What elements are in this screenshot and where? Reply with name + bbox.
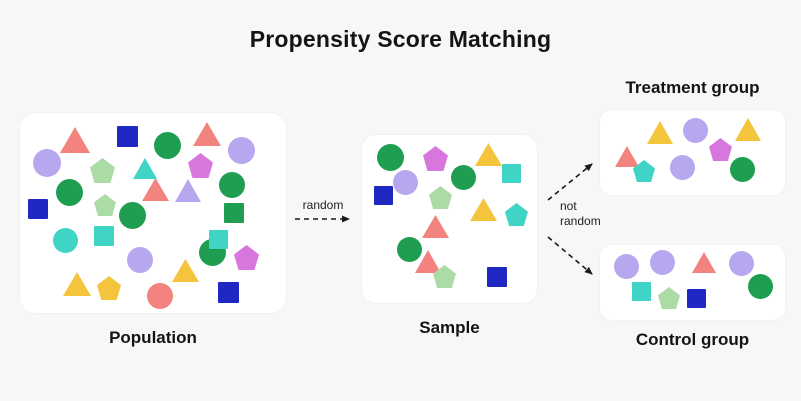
salmon-triangle [193, 122, 221, 146]
lavender-circle [670, 155, 695, 180]
green-square [224, 203, 244, 223]
not-random-arrow-label: not random [560, 199, 601, 228]
green-circle [397, 237, 422, 262]
teal-square [94, 226, 114, 246]
lavender-circle [683, 118, 708, 143]
lavender-circle [729, 251, 754, 276]
not-random-arrow-bottom [547, 236, 593, 275]
teal-pentagon [505, 203, 528, 226]
green-circle [219, 172, 245, 198]
navy-square [687, 289, 706, 308]
green-circle [56, 179, 83, 206]
teal-circle [53, 228, 78, 253]
green-circle [377, 144, 404, 171]
teal-pentagon [633, 160, 655, 182]
salmon-triangle [692, 252, 716, 273]
green-circle [119, 202, 146, 229]
lightgreen-pentagon [433, 265, 456, 288]
salmon-circle [147, 283, 173, 309]
lavender-triangle [175, 179, 201, 202]
green-circle [748, 274, 773, 299]
yellow-triangle [172, 259, 199, 282]
diagram-title: Propensity Score Matching [249, 26, 552, 52]
random-arrow-label: random [302, 198, 344, 212]
teal-square [502, 164, 521, 183]
lavender-circle [33, 149, 61, 177]
yellow-triangle [470, 198, 497, 221]
salmon-triangle [142, 178, 169, 201]
sample-label: Sample [419, 318, 480, 337]
navy-square [117, 126, 138, 147]
control-group-label: Control group [635, 330, 750, 349]
population-label: Population [109, 328, 197, 347]
lavender-circle [650, 250, 675, 275]
lavender-circle [393, 170, 418, 195]
green-circle [730, 157, 755, 182]
treatment-group-box [600, 110, 785, 195]
lightgreen-pentagon [94, 194, 116, 216]
sample-box [362, 135, 537, 303]
orchid-pentagon [423, 146, 448, 171]
control-group-box [600, 245, 785, 320]
navy-square [487, 267, 507, 287]
orchid-pentagon [234, 245, 259, 270]
navy-square [374, 186, 393, 205]
lavender-circle [614, 254, 639, 279]
salmon-triangle [422, 215, 449, 238]
teal-square [632, 282, 651, 301]
orchid-pentagon [188, 153, 213, 178]
lavender-circle [127, 247, 153, 273]
navy-square [218, 282, 239, 303]
navy-square [28, 199, 48, 219]
orchid-pentagon [709, 138, 732, 161]
yellow-triangle [735, 118, 761, 141]
treatment-group-label: Treatment group [625, 78, 760, 97]
salmon-triangle [615, 146, 639, 167]
green-circle [451, 165, 476, 190]
salmon-triangle [60, 127, 90, 153]
yellow-triangle [647, 121, 673, 144]
yellow-pentagon [97, 276, 121, 300]
not-random-arrow-top [547, 163, 593, 201]
green-circle [154, 132, 181, 159]
yellow-triangle [63, 272, 91, 296]
lightgreen-pentagon [429, 186, 452, 209]
teal-square [209, 230, 228, 249]
lavender-circle [228, 137, 255, 164]
yellow-triangle [475, 143, 502, 166]
population-box [20, 113, 286, 313]
lightgreen-pentagon [658, 287, 680, 309]
lightgreen-pentagon [90, 158, 115, 183]
teal-triangle [133, 158, 157, 179]
